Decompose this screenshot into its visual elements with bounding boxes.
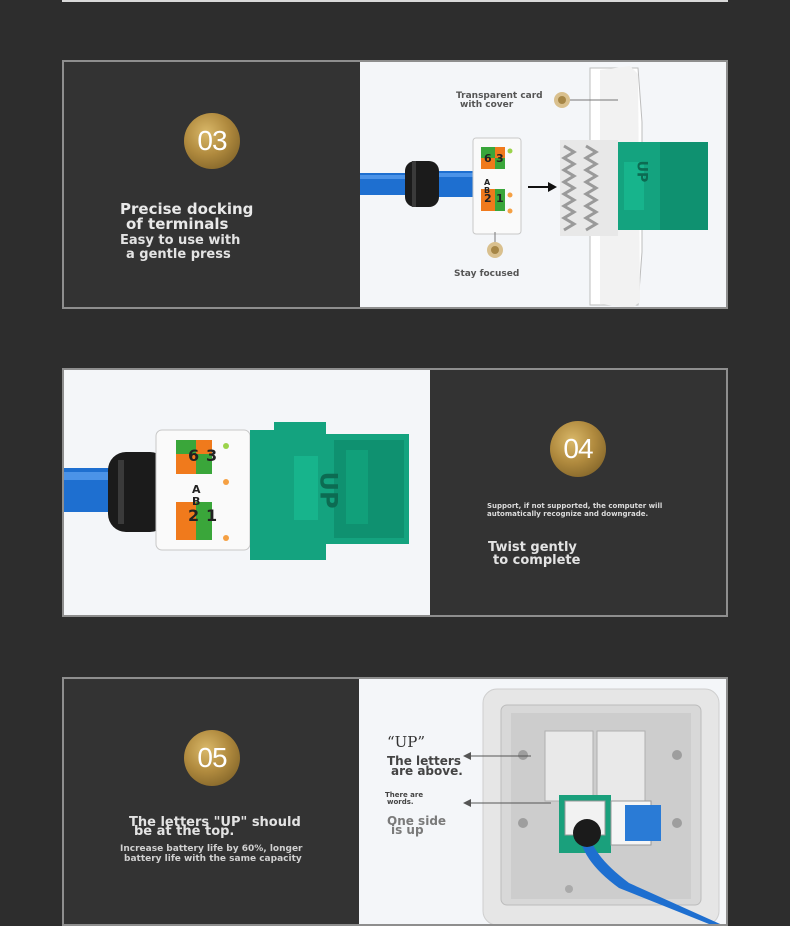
section-03-image-area: 6 3 A B 2 1 UP Transparent card with cov… (360, 62, 726, 307)
wall-plate-illustration (482, 688, 721, 924)
assembled-keystone-illustration (64, 422, 409, 560)
pin-label-3: 3 (496, 152, 504, 165)
section-05-title-line1: The letters "UP" should (129, 815, 301, 830)
pin-label-3: 3 (206, 446, 218, 465)
pin-label-1: 1 (496, 192, 504, 205)
callout-marker-bottom (487, 232, 503, 258)
callout-words-line2: words. (387, 798, 414, 806)
module-up-label: UP (633, 160, 650, 183)
section-04-note-line2: automatically recognize and downgrade. (487, 510, 649, 518)
section-03-subtitle-line1: Easy to use with (120, 233, 241, 248)
section-05-image-area: “UP” The letters are above. There are wo… (359, 679, 726, 924)
section-05-panel: 05 The letters "UP" should be at the top… (62, 677, 728, 926)
right-arrow-icon (528, 182, 557, 192)
pin-label-a: A (484, 178, 491, 187)
pin-label-b: B (192, 495, 201, 508)
step-05-badge: 05 (184, 730, 240, 786)
pin-label-2: 2 (188, 506, 200, 525)
pin-label-6: 6 (188, 446, 200, 465)
pin-label-b: B (484, 186, 491, 195)
pin-label-1: 1 (206, 506, 218, 525)
section-04-title-line2: to complete (493, 553, 581, 568)
callout-transparent-card-line2: with cover (460, 100, 514, 110)
section-03-title-line1: Precise docking (120, 200, 254, 218)
pin-label-2: 2 (484, 192, 492, 205)
section-05-title-line2: be at the top. (134, 824, 235, 839)
section-03-subtitle-line2: a gentle press (126, 247, 231, 262)
pin-label-6: 6 (484, 152, 492, 165)
callout-one-side-line1: One side (387, 814, 447, 828)
section-04-note-line1: Support, if not supported, the computer … (487, 502, 663, 510)
callout-letters-line1: The letters (387, 754, 461, 768)
section-03-title-line2: of terminals (126, 215, 229, 233)
callout-transparent-card-line1: Transparent card (456, 91, 543, 101)
callout-up-quote: “UP” (387, 733, 426, 751)
section-04-text-area: 04 Support, if not supported, the comput… (430, 370, 726, 615)
callout-stay-focused: Stay focused (454, 269, 520, 279)
section-05-text-area: 05 The letters "UP" should be at the top… (64, 679, 359, 924)
left-arrow-icon (463, 799, 551, 807)
network-cable-illustration (360, 161, 475, 207)
section-03-text-area: 03 Precise docking of terminals Easy to … (64, 62, 360, 307)
section-04-image-area: 6 3 A B 2 1 UP (64, 370, 430, 615)
section-05-note-line2: battery life with the same capacity (124, 854, 302, 864)
step-03-badge: 03 (184, 113, 240, 169)
section-03-panel: 03 Precise docking of terminals Easy to … (62, 60, 728, 309)
callout-words-line1: There are (385, 791, 424, 799)
top-strip-divider (62, 0, 728, 2)
callout-marker-top (554, 92, 618, 108)
pin-label-a: A (192, 483, 201, 496)
section-04-panel: 6 3 A B 2 1 UP 04 Support, if not suppor… (62, 368, 728, 617)
module-up-label: UP (314, 471, 343, 509)
keystone-module-illustration (560, 66, 708, 307)
callout-letters-line2: are above. (391, 764, 463, 778)
step-04-badge: 04 (550, 421, 606, 477)
section-04-title-line1: Twist gently (488, 540, 577, 555)
left-arrow-icon (463, 752, 531, 760)
section-05-note-line1: Increase battery life by 60%, longer (120, 844, 303, 854)
terminal-block-illustration (472, 137, 522, 235)
callout-one-side-line2: is up (391, 823, 424, 837)
